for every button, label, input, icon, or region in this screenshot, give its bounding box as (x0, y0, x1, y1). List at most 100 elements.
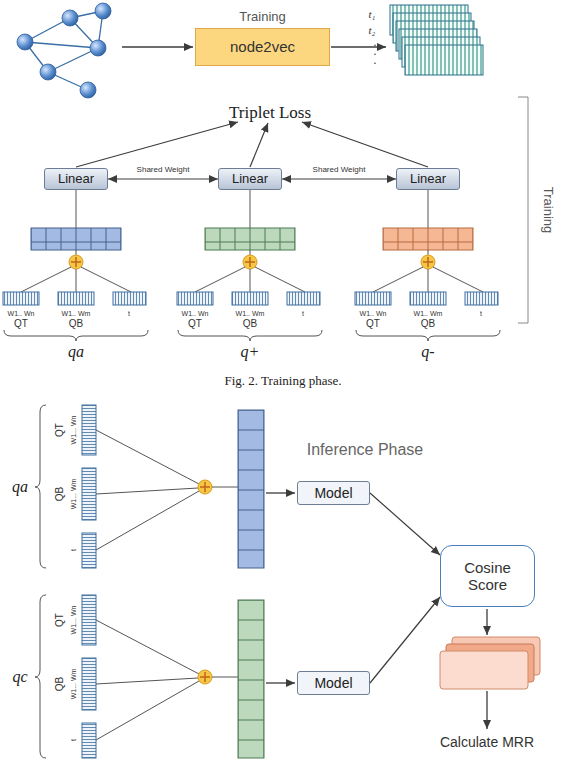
diagram-label: W1... Wn (70, 416, 77, 445)
concat-symbol (243, 255, 257, 269)
word-vector (232, 292, 268, 305)
model-box: Model (297, 671, 370, 695)
diagram-label: q+ (241, 344, 260, 360)
diagram-label: Triplet Loss (229, 104, 311, 121)
inference-group (35, 595, 295, 758)
concat-plus (71, 257, 81, 267)
edge-arrow (370, 493, 440, 555)
graph-node (95, 3, 111, 19)
connector-line (96, 678, 198, 684)
flow-arrow (331, 46, 386, 47)
connector-line (250, 269, 251, 292)
diagram-label: t₁ (369, 9, 376, 20)
concat-plus (200, 672, 210, 682)
graph-node (62, 10, 78, 26)
tag-vector (113, 292, 146, 305)
edge-arrow (370, 597, 440, 683)
diagram-label: qc (12, 669, 27, 685)
diagram-label: QT (55, 613, 65, 627)
concat-symbol (198, 480, 212, 494)
diagram-label: t (302, 310, 304, 317)
connector-line (212, 487, 238, 488)
connector-line (428, 250, 429, 255)
group-brace (35, 595, 46, 758)
diagram-label: t (70, 739, 77, 741)
connector-line (96, 488, 198, 494)
loss-arrows (76, 122, 428, 167)
connector-line (212, 677, 238, 678)
connector-line (428, 269, 429, 292)
connector-line (96, 681, 199, 740)
diagram-label: QB (55, 677, 65, 691)
connector-line (76, 250, 77, 255)
connector-line (96, 491, 199, 550)
diagram-label: QT (14, 319, 28, 329)
group-brace (178, 330, 322, 341)
embedding-vector (405, 45, 483, 75)
graph-node (90, 40, 106, 56)
connector-line (433, 267, 483, 292)
box-text: Cosine Score (455, 559, 520, 594)
edge-label: Shared Weight (137, 166, 190, 174)
query-vector (205, 228, 295, 250)
word-vector (355, 292, 391, 305)
connector-line (255, 267, 305, 292)
linear-layer: Linear (218, 168, 282, 190)
word-vector (82, 658, 96, 710)
word-vector (177, 292, 213, 305)
diagram-label: W1... Wm (70, 669, 77, 700)
diagram-label: W1.. Wm (236, 310, 265, 317)
concat-plus (245, 257, 255, 267)
box-text: Linear (232, 172, 268, 187)
phase-bracket (518, 97, 528, 323)
tag-vector (287, 292, 320, 305)
concat-symbol (421, 255, 435, 269)
query-vector (31, 228, 121, 250)
word-vector (58, 292, 94, 305)
diagram-label: t₂ (369, 25, 376, 36)
connector-line (21, 267, 71, 292)
diagram-label: QB (69, 319, 83, 329)
diagram-label: W1... Wn (70, 606, 77, 635)
diagram-label: q- (421, 344, 434, 360)
diagram-label: . (373, 54, 376, 66)
process-box: Trainingnode2vec (195, 28, 330, 66)
edge-label: Shared Weight (313, 166, 366, 174)
graph-node (40, 64, 56, 80)
inference-group (35, 405, 295, 568)
connector-line (76, 269, 77, 292)
diagram-label: t (480, 310, 482, 317)
query-group (355, 190, 500, 341)
diagram-label: QB (243, 319, 257, 329)
diagram-label: W1.. Wn (182, 310, 209, 317)
query-vector (238, 600, 264, 758)
connector-line (96, 430, 199, 484)
box-text: Linear (58, 172, 94, 187)
query-group (3, 190, 148, 341)
concat-plus (423, 257, 433, 267)
box-text: node2vec (230, 38, 295, 55)
box-text: Model (314, 485, 352, 501)
linear-layer: Linear (396, 168, 460, 190)
flow-arrow (266, 492, 295, 493)
box-text: Linear (410, 172, 446, 187)
graph-node (17, 34, 33, 50)
diagram-label: W1... Wm (70, 479, 77, 510)
graph-node (80, 82, 96, 98)
word-vector (82, 405, 96, 455)
embedding-stack (390, 5, 483, 75)
flow-arrow (266, 682, 295, 683)
diagram-label: W1.. Wm (62, 310, 91, 317)
diagram-label: W1.. Wm (414, 310, 443, 317)
tag-vector (82, 723, 96, 758)
graph-nodes (17, 3, 111, 98)
query-group (177, 190, 322, 341)
diagram-label: QT (55, 423, 65, 437)
diagram-label: W1.. Wn (360, 310, 387, 317)
linear-layer: Linear (44, 168, 108, 190)
diagram-label: QT (366, 319, 380, 329)
connector-line (96, 620, 199, 674)
connector-line (195, 267, 245, 292)
query-vector (383, 228, 473, 250)
